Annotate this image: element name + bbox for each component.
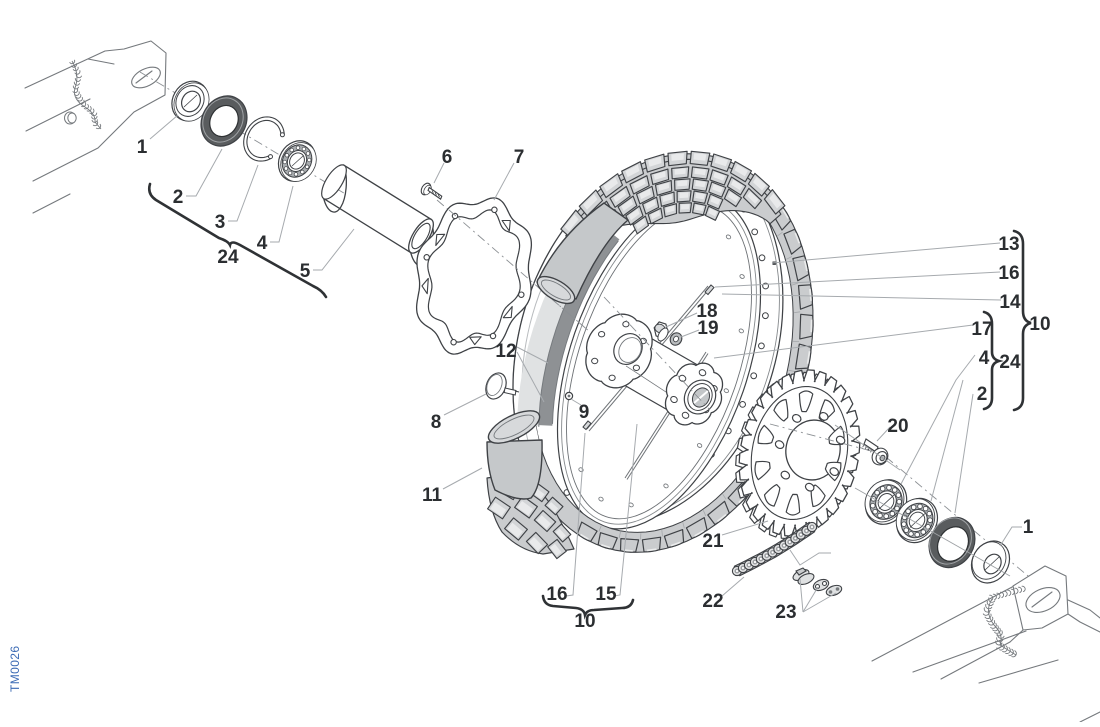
svg-text:18: 18: [696, 301, 717, 322]
svg-text:2: 2: [173, 187, 184, 208]
svg-text:10: 10: [1029, 314, 1050, 335]
svg-text:16: 16: [546, 584, 567, 605]
svg-text:1: 1: [1023, 517, 1034, 538]
svg-text:2: 2: [977, 384, 988, 405]
svg-text:TM0026: TM0026: [8, 646, 22, 692]
svg-text:13: 13: [998, 234, 1019, 255]
svg-text:19: 19: [697, 318, 718, 339]
svg-text:8: 8: [431, 412, 442, 433]
svg-text:22: 22: [702, 591, 723, 612]
svg-text:5: 5: [300, 261, 311, 282]
svg-text:6: 6: [442, 147, 453, 168]
svg-text:3: 3: [215, 212, 226, 233]
svg-text:12: 12: [495, 341, 516, 362]
svg-text:21: 21: [702, 531, 724, 552]
svg-text:24: 24: [999, 352, 1021, 373]
svg-text:4: 4: [257, 233, 268, 254]
svg-text:17: 17: [971, 319, 992, 340]
svg-text:9: 9: [579, 402, 590, 423]
svg-text:10: 10: [574, 611, 595, 632]
svg-text:14: 14: [999, 292, 1021, 313]
svg-text:15: 15: [595, 584, 617, 605]
svg-text:24: 24: [217, 247, 239, 268]
svg-text:11: 11: [422, 485, 443, 506]
svg-text:4: 4: [979, 348, 990, 369]
svg-text:1: 1: [137, 137, 148, 158]
svg-text:16: 16: [998, 263, 1019, 284]
svg-text:7: 7: [514, 147, 525, 168]
svg-text:23: 23: [775, 602, 796, 623]
svg-text:20: 20: [887, 416, 908, 437]
